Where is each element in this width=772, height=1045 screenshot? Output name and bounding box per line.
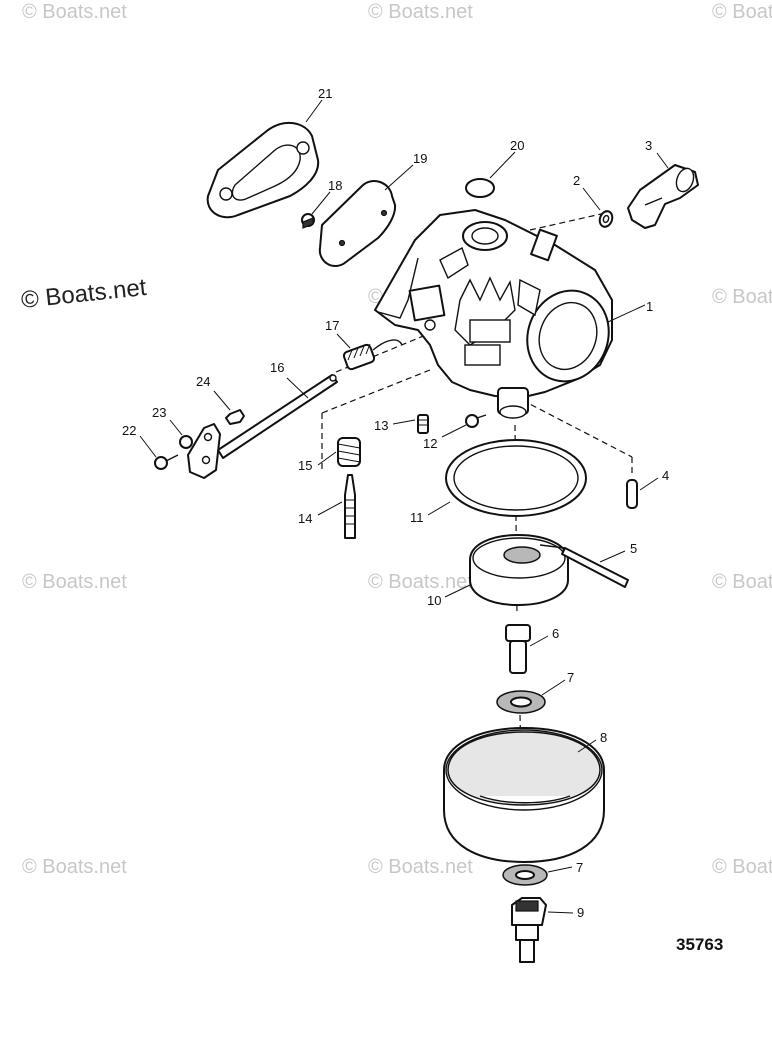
part-pin-4 — [626, 479, 638, 509]
watermarks: © Boats.net © Boats.net © Boats.net © Bo… — [22, 1, 772, 878]
part-cover-plate — [318, 180, 397, 267]
watermark: © Boats.net — [368, 1, 473, 23]
watermark: © Boats.net — [368, 571, 473, 593]
watermark: © Boats.net — [368, 856, 473, 878]
callout-9: 9 — [577, 905, 584, 920]
callout-4: 4 — [662, 468, 669, 483]
callouts: 1 2 3 4 5 6 7 7 8 9 10 11 12 13 14 15 16… — [122, 86, 669, 920]
callout-22: 22 — [122, 423, 136, 438]
part-cap-23 — [179, 435, 193, 449]
part-float — [469, 534, 569, 606]
callout-13: 13 — [374, 418, 388, 433]
callout-8: 8 — [600, 730, 607, 745]
callout-2: 2 — [573, 173, 580, 188]
callout-16: 16 — [270, 360, 284, 375]
part-float-pin — [561, 547, 629, 588]
callout-18: 18 — [328, 178, 342, 193]
part-throttle-shaft — [217, 374, 338, 459]
watermark: © Boats.net — [22, 571, 127, 593]
callout-10: 10 — [427, 593, 441, 608]
copyright-label: © Boats.net — [20, 274, 148, 314]
part-spring-15 — [337, 437, 361, 467]
part-needle-14 — [344, 474, 356, 539]
part-screw-12 — [465, 414, 487, 428]
callout-14: 14 — [298, 511, 312, 526]
watermark: © Boats.net — [712, 856, 772, 878]
callout-20: 20 — [510, 138, 524, 153]
watermark: © Boats.net — [712, 1, 772, 23]
watermark: © Boats.net — [712, 571, 772, 593]
part-screw-22 — [154, 454, 179, 470]
callout-3: 3 — [645, 138, 652, 153]
part-nut-24 — [225, 409, 245, 425]
watermark: © Boats.net — [22, 856, 127, 878]
reference-number: 35763 — [676, 935, 723, 954]
callout-15: 15 — [298, 458, 312, 473]
part-screw-18 — [301, 213, 315, 229]
part-bowl-gasket — [445, 439, 587, 517]
callout-19: 19 — [413, 151, 427, 166]
callout-11: 11 — [410, 510, 424, 525]
callout-24: 24 — [196, 374, 210, 389]
part-spring-17 — [342, 339, 403, 371]
part-fuel-fitting — [627, 164, 699, 229]
watermark: © Boats.net — [712, 286, 772, 308]
callout-23: 23 — [152, 405, 166, 420]
part-washer-7-lower — [502, 864, 548, 886]
part-washer-7-upper — [496, 690, 546, 714]
part-float-bowl — [443, 727, 605, 863]
watermark: © Boats.net — [22, 1, 127, 23]
part-main-jet — [505, 624, 531, 674]
part-carburetor-body — [374, 209, 613, 419]
callout-7-lower: 7 — [576, 860, 583, 875]
callout-1: 1 — [646, 299, 653, 314]
callout-21: 21 — [318, 86, 332, 101]
part-lever — [187, 423, 221, 479]
part-drain-screw — [511, 897, 547, 963]
part-gasket — [206, 121, 320, 219]
callout-7-upper: 7 — [567, 670, 574, 685]
part-plug-20 — [465, 178, 495, 198]
callout-6: 6 — [552, 626, 559, 641]
callout-12: 12 — [423, 436, 437, 451]
part-jet-13 — [417, 414, 429, 434]
callout-17: 17 — [325, 318, 339, 333]
part-washer-2 — [598, 210, 614, 228]
leader-lines — [139, 99, 669, 914]
callout-5: 5 — [630, 541, 637, 556]
